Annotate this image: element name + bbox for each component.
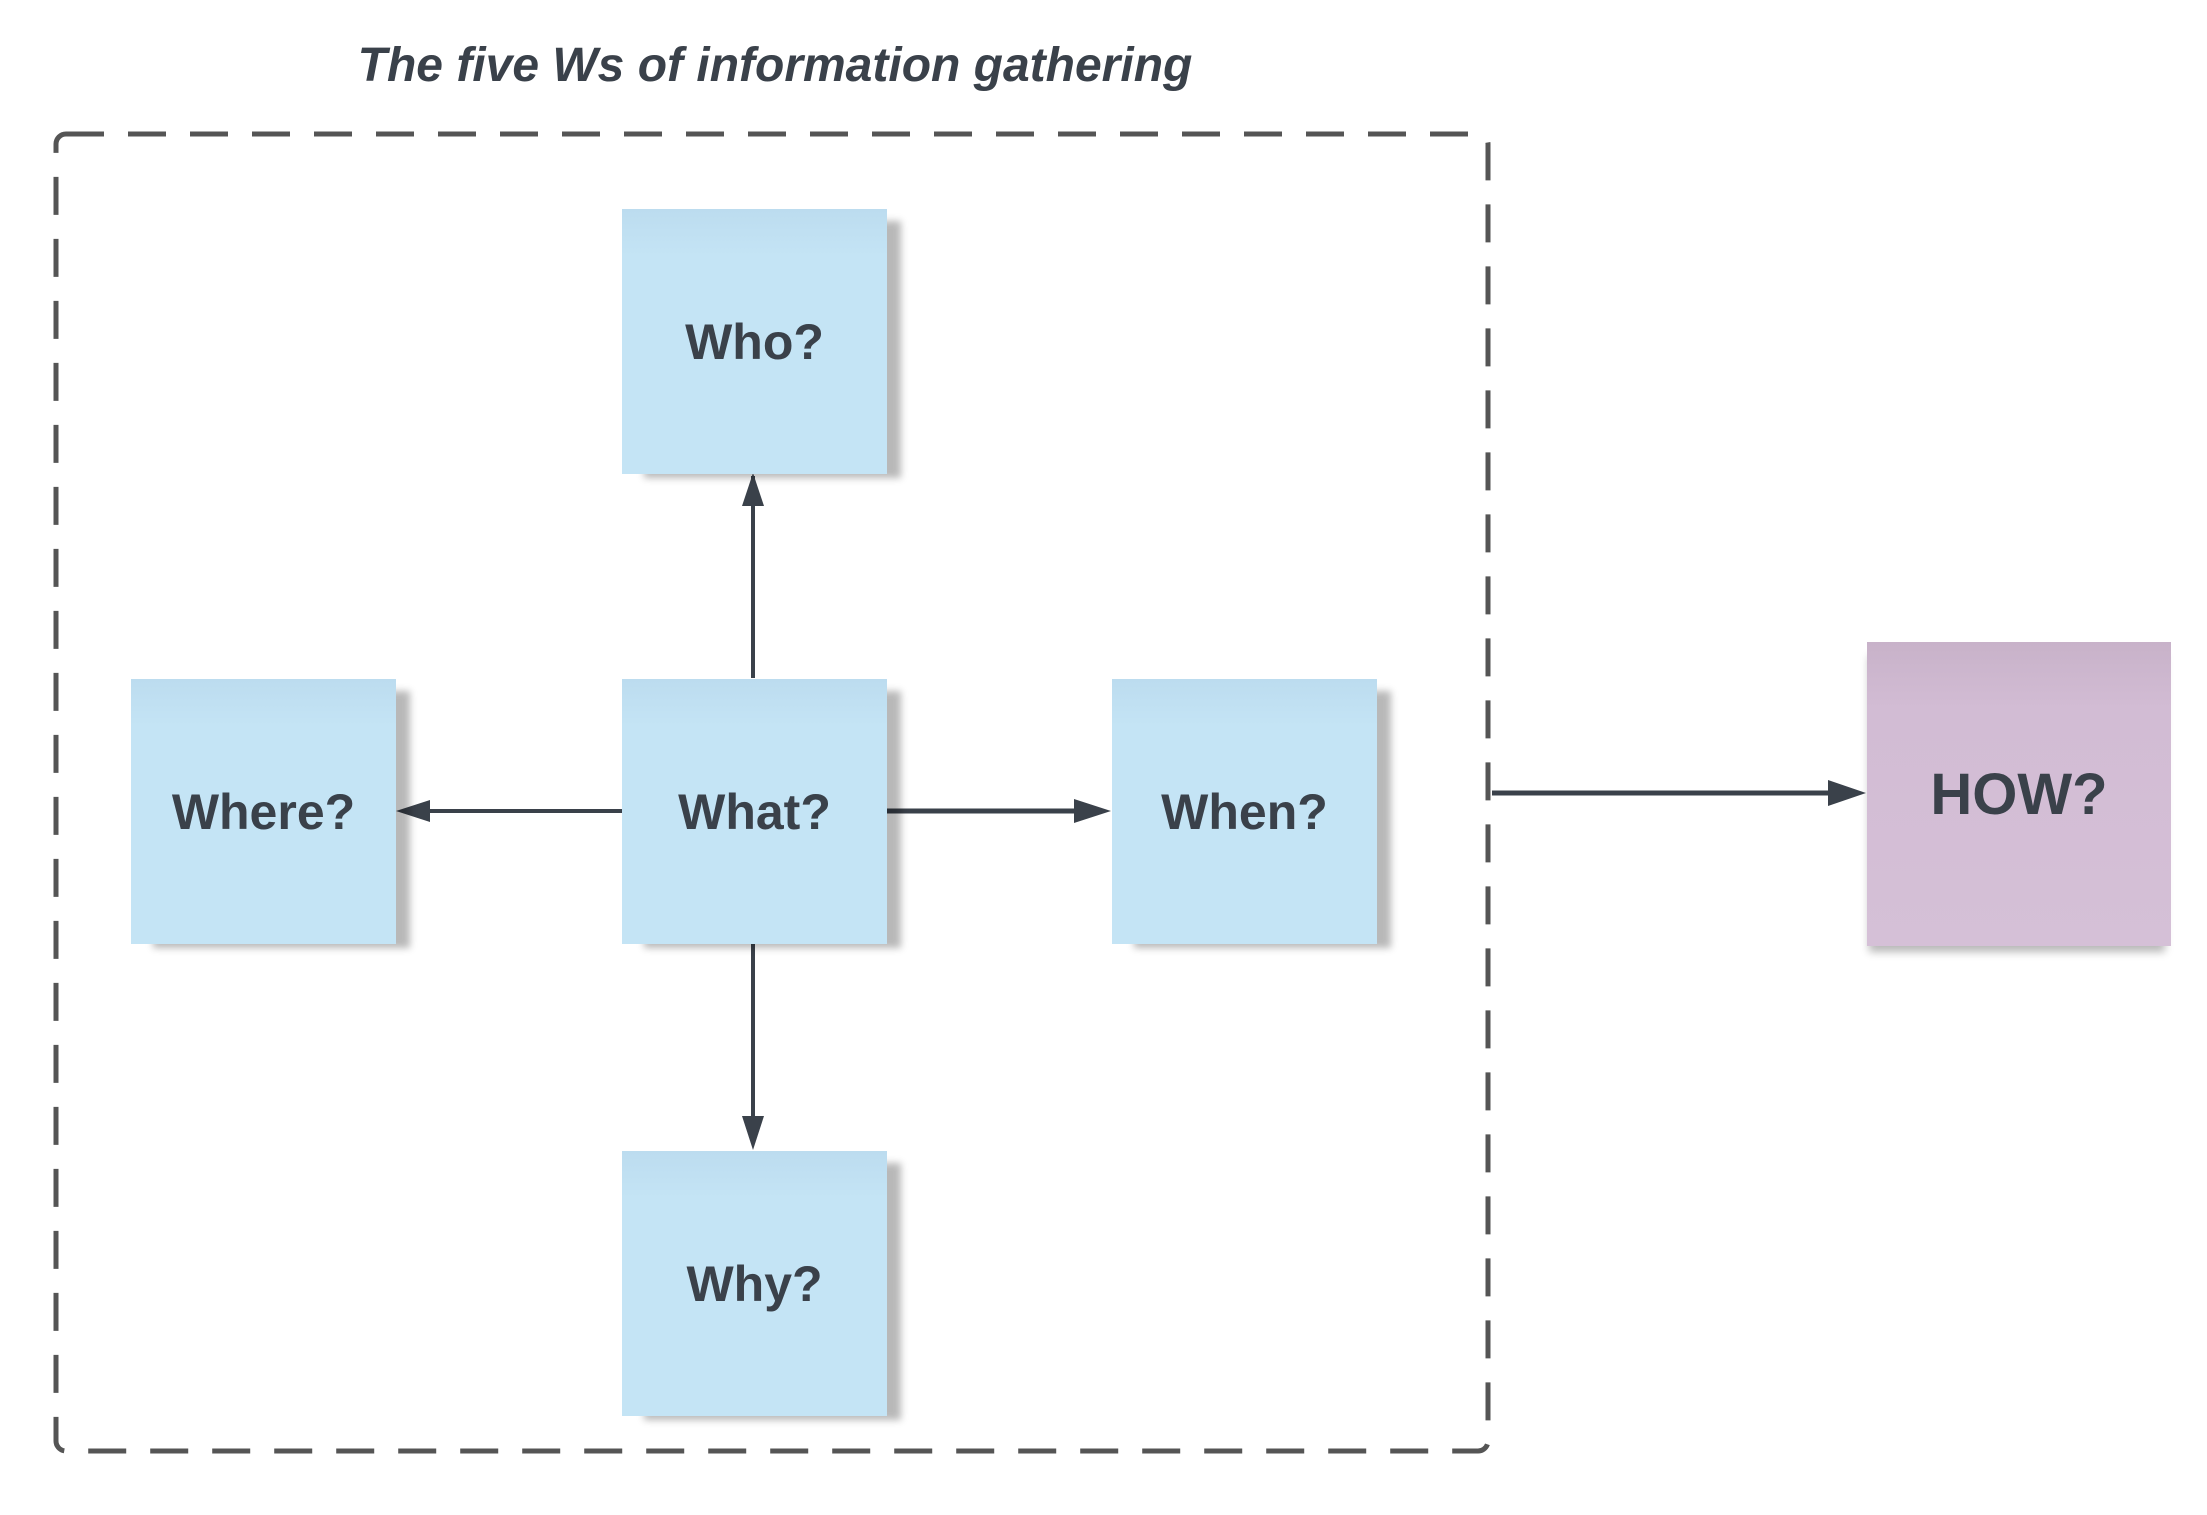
arrowhead-how [1828, 780, 1866, 806]
arrowhead-when [1074, 799, 1111, 823]
arrowhead-who [742, 473, 764, 506]
arrowhead-where [396, 800, 430, 822]
note-what-label: What? [678, 783, 831, 840]
note-why-label: Why? [686, 1255, 823, 1312]
note-how[interactable]: HOW? [1867, 642, 2171, 946]
note-when[interactable]: When? [1112, 679, 1377, 944]
note-what[interactable]: What? [622, 679, 887, 944]
diagram-title: The five Ws of information gathering [357, 39, 1193, 92]
note-who-label: Who? [685, 313, 824, 370]
note-how-label: HOW? [1930, 761, 2108, 827]
note-why[interactable]: Why? [622, 1151, 887, 1416]
note-where[interactable]: Where? [131, 679, 396, 944]
note-who[interactable]: Who? [622, 209, 887, 474]
arrowhead-why [742, 1116, 764, 1150]
dashed-group-border [53, 131, 1491, 1454]
note-where-label: Where? [171, 783, 356, 840]
note-when-label: When? [1161, 783, 1328, 840]
